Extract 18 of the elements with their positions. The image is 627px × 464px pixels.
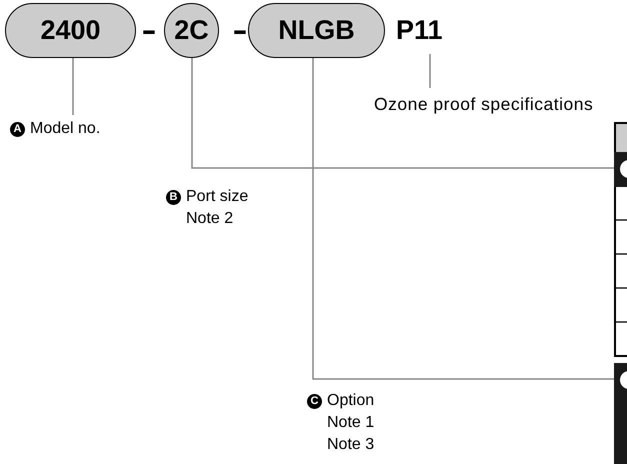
leader-line [312,58,614,380]
table-header-row [614,152,627,187]
callout-text: Option Note 1 Note 3 [327,391,376,455]
callout-letter-badge: B [166,190,181,205]
separator-dash: - [142,14,156,48]
leader-line [429,54,431,88]
callout-text: Model no. [30,119,100,139]
code-segment-pill: 2400 [5,3,136,58]
spec-note-text: Ozone proof specifications [374,94,626,114]
callout-text: Port size Note 2 [186,187,250,229]
leader-line [72,58,74,115]
code-segment-pill: 2C [164,3,219,58]
code-segment-pill: NLGB [248,3,385,58]
table-header-row [614,363,627,464]
spec-code-text: P11 [396,15,456,51]
separator-dash: - [232,14,248,48]
callout-letter-badge: C [307,394,322,409]
callout-letter-badge: A [10,122,25,137]
